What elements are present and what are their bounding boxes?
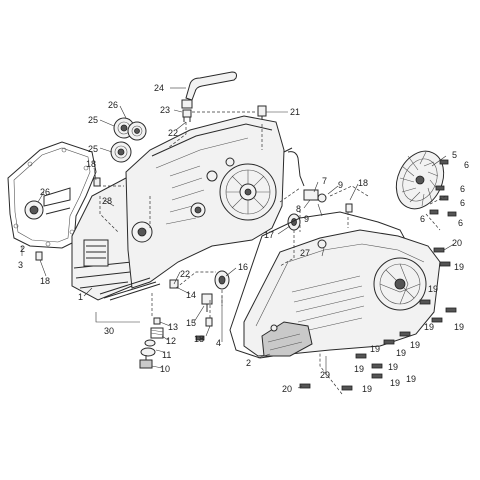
callout-label: 25 <box>88 115 98 125</box>
dowel-pin <box>205 317 213 327</box>
callout-label: 6 <box>460 184 465 194</box>
bolt <box>419 299 431 305</box>
callout-label: 12 <box>166 336 176 346</box>
dowel-pin <box>35 251 43 261</box>
callout-label: 18 <box>40 276 50 286</box>
bolt <box>431 317 443 323</box>
drain-plug-parts <box>139 279 213 369</box>
breather-hose <box>181 71 237 109</box>
callout-label: 19 <box>362 384 372 394</box>
callout-label: 20 <box>282 384 292 394</box>
callout-label: 5 <box>452 150 457 160</box>
leader-lines <box>21 87 455 389</box>
callout-label: 14 <box>186 290 196 300</box>
callout-label: 24 <box>154 83 164 93</box>
callout-label: 8 <box>296 204 301 214</box>
oil-seal <box>287 213 301 231</box>
hose-fitting <box>182 109 192 122</box>
crank-oil-seal <box>24 200 44 220</box>
bolt <box>399 331 411 337</box>
callout-label: 26 <box>40 187 50 197</box>
callout-label: 17 <box>264 230 274 240</box>
callout-label: 1 <box>78 292 83 302</box>
dowel-pin <box>345 203 353 213</box>
callout-label: 19 <box>428 284 438 294</box>
callout-label: 2 <box>20 244 25 254</box>
callout-label: 6 <box>464 160 469 170</box>
dowel-pin <box>93 177 101 187</box>
bearing <box>110 141 132 163</box>
crankcase-main <box>71 115 285 301</box>
callout-label: 9 <box>338 180 343 190</box>
callout-label: 19 <box>354 364 364 374</box>
bolt <box>341 385 353 391</box>
callout-label: 7 <box>322 176 327 186</box>
callout-label: 19 <box>406 374 416 384</box>
cooling-fan <box>395 150 445 210</box>
bolt <box>435 185 445 191</box>
callout-label: 13 <box>168 322 178 332</box>
callout-label: 28 <box>102 196 112 206</box>
callout-label: 26 <box>108 100 118 110</box>
callout-label: 9 <box>304 214 309 224</box>
callout-label: 6 <box>458 218 463 228</box>
bolt <box>371 373 383 379</box>
bolt <box>439 195 449 201</box>
callout-label: 22 <box>180 269 190 279</box>
callout-label: 19 <box>454 322 464 332</box>
bolt <box>433 247 445 253</box>
callout-label: 19 <box>424 322 434 332</box>
bolt <box>299 383 311 389</box>
callout-labels: 24 26 23 21 25 22 25 18 26 28 2 3 18 1 3… <box>18 83 469 394</box>
callout-label: 6 <box>460 198 465 208</box>
bolt <box>383 339 395 345</box>
callout-label: 18 <box>86 159 96 169</box>
bolt <box>439 261 451 267</box>
callout-label: 27 <box>300 248 310 258</box>
callout-label: 16 <box>238 262 248 272</box>
bolt <box>445 307 457 313</box>
callout-label: 19 <box>454 262 464 272</box>
callout-label: 30 <box>104 326 114 336</box>
bolt <box>355 353 367 359</box>
callout-label: 10 <box>160 364 170 374</box>
callout-label: 6 <box>420 214 425 224</box>
bolt <box>429 209 439 215</box>
callout-label: 19 <box>390 378 400 388</box>
callout-label: 21 <box>290 107 300 117</box>
bolt <box>439 159 449 165</box>
gasket-pipes <box>43 187 71 215</box>
callout-label: 19 <box>370 344 380 354</box>
callout-label: 19 <box>410 340 420 350</box>
callout-label: 18 <box>194 334 204 344</box>
bolt <box>195 335 205 341</box>
crankcase-gasket <box>7 141 97 249</box>
bolt <box>371 363 383 369</box>
callout-label: 3 <box>18 260 23 270</box>
callout-label: 19 <box>396 348 406 358</box>
bearing <box>127 121 147 141</box>
callout-label: 22 <box>168 128 178 138</box>
callout-label: 29 <box>320 370 330 380</box>
callout-label: 18 <box>358 178 368 188</box>
callout-label: 4 <box>216 338 221 348</box>
transmission-cover <box>243 229 441 357</box>
callout-label: 23 <box>160 105 170 115</box>
bolt <box>447 211 457 217</box>
callout-label: 2 <box>246 358 251 368</box>
callout-label: 20 <box>452 238 462 248</box>
oil-seal <box>214 270 230 290</box>
starter-shaft <box>283 147 327 203</box>
callout-label: 19 <box>388 362 398 372</box>
callout-label: 25 <box>88 144 98 154</box>
callout-label: 11 <box>162 350 171 360</box>
assembly-guide-lines <box>98 111 447 395</box>
callout-label: 15 <box>186 318 196 328</box>
